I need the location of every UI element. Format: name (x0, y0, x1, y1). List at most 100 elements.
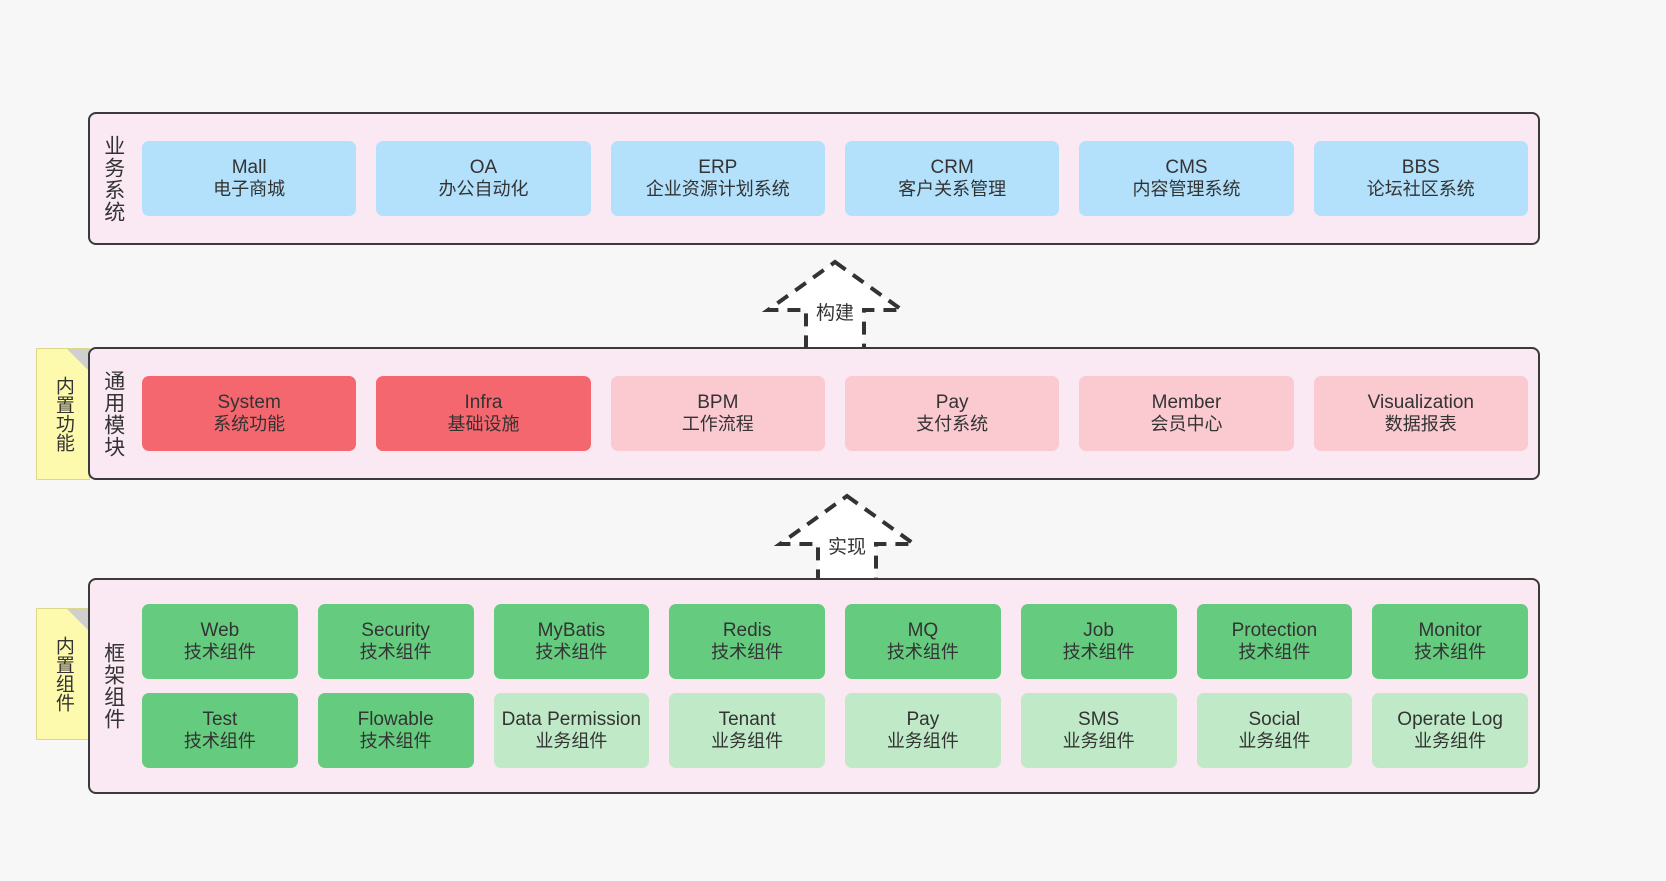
cell-subtitle: 业务组件 (886, 731, 959, 752)
cell-subtitle: 论坛社区系统 (1366, 179, 1475, 200)
cell-title: Data Permission (501, 708, 642, 730)
cell-subtitle: 业务组件 (1238, 731, 1311, 752)
cell-subtitle: 技术组件 (1062, 642, 1135, 663)
cell-title: Web (200, 619, 240, 641)
cell-title: Mall (231, 156, 267, 178)
cell-subtitle: 业务组件 (535, 731, 608, 752)
cell-subtitle: 业务组件 (711, 731, 784, 752)
cell-subtitle: 内容管理系统 (1132, 179, 1241, 200)
cell-subtitle: 技术组件 (1414, 642, 1487, 663)
cell-title: OA (469, 156, 498, 178)
cell-subtitle: 技术组件 (535, 642, 608, 663)
cell-title: Test (202, 708, 238, 730)
cell-subtitle: 客户关系管理 (898, 179, 1007, 200)
cell-title: BBS (1401, 156, 1440, 178)
arrow-realize-label: 实现 (827, 537, 866, 558)
layer-business-systems-label: 业务系统 (101, 134, 125, 223)
cell-title: System (217, 391, 281, 413)
cell-title: Social (1248, 708, 1301, 730)
cell-title: Member (1151, 391, 1222, 413)
cell-subtitle: 会员中心 (1150, 414, 1223, 435)
cell-title: ERP (698, 156, 738, 178)
cell-subtitle: 技术组件 (886, 642, 959, 663)
note-builtin-function-label: 内置功能 (52, 376, 74, 452)
note-fold-icon (67, 349, 89, 371)
cell-subtitle: 业务组件 (1414, 731, 1487, 752)
cell-title: Tenant (718, 708, 776, 730)
cell-subtitle: 技术组件 (183, 642, 256, 663)
cell-title: Flowable (357, 708, 434, 730)
cell-subtitle: 数据报表 (1384, 414, 1457, 435)
cell-title: Visualization (1367, 391, 1474, 413)
arrow-realize-icon (773, 493, 921, 586)
cell-subtitle: 技术组件 (1238, 642, 1311, 663)
cell-title: Security (361, 619, 430, 641)
cell-title: Redis (722, 619, 772, 641)
cell-title: Pay (906, 708, 940, 730)
note-builtin-component: 内置组件 (36, 608, 90, 740)
cell-title: Monitor (1418, 619, 1482, 641)
cell-subtitle: 企业资源计划系统 (645, 179, 790, 200)
arrow-build: 构建 (760, 258, 910, 354)
layer-framework-components-label: 框架组件 (101, 642, 125, 730)
cell-subtitle: 系统功能 (213, 414, 286, 435)
cell-subtitle: 技术组件 (359, 731, 432, 752)
cell-title: SMS (1078, 708, 1120, 730)
note-fold-icon (67, 609, 89, 631)
note-builtin-component-label: 内置组件 (52, 636, 74, 712)
cell-title: MyBatis (537, 619, 606, 641)
cell-subtitle: 技术组件 (711, 642, 784, 663)
arrow-build-label: 构建 (815, 303, 854, 324)
cell-subtitle: 技术组件 (359, 642, 432, 663)
cell-title: Infra (464, 391, 503, 413)
cell-title: Pay (935, 391, 969, 413)
cell-subtitle: 业务组件 (1062, 731, 1135, 752)
note-builtin-function: 内置功能 (36, 348, 90, 480)
cell-title: CMS (1165, 156, 1208, 178)
cell-subtitle: 技术组件 (183, 731, 256, 752)
arrow-build-icon (761, 259, 909, 352)
cell-subtitle: 支付系统 (916, 414, 989, 435)
arrow-realize: 实现 (772, 492, 922, 588)
cell-title: CRM (930, 156, 974, 178)
cell-title: Job (1083, 619, 1114, 641)
cell-title: MQ (907, 619, 939, 641)
